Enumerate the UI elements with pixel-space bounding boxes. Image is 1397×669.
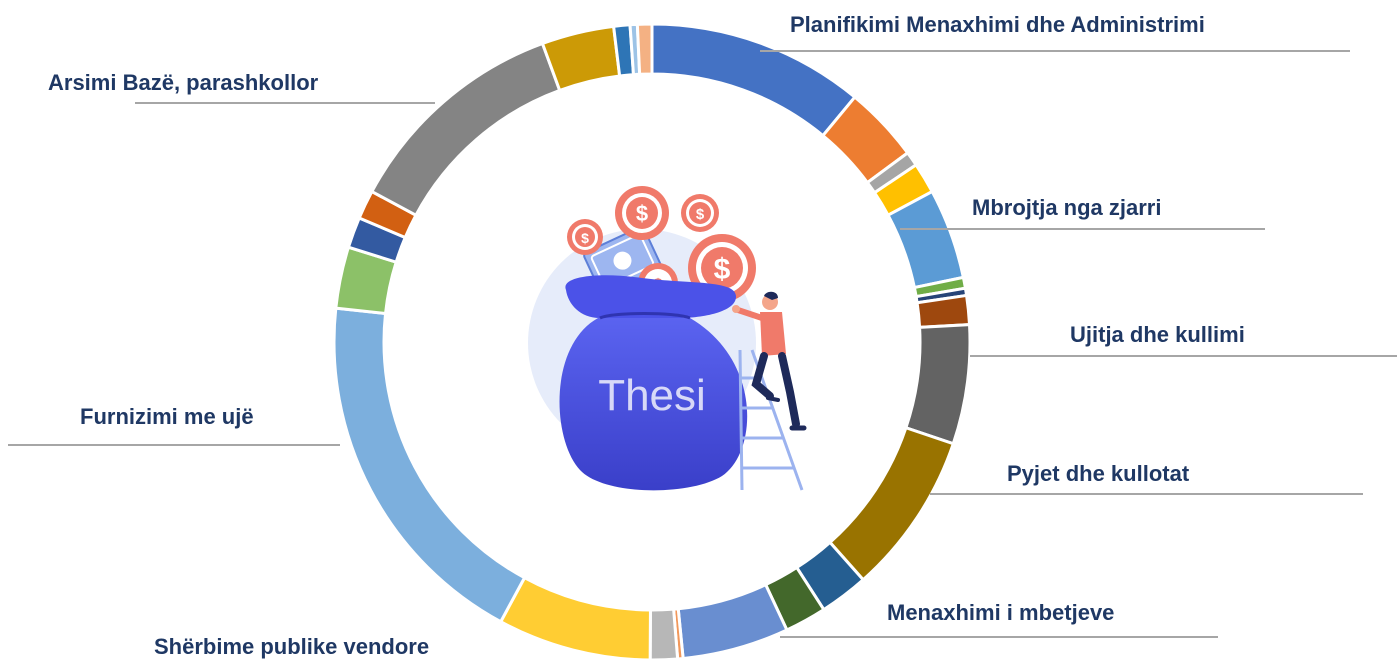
donut-slice-8 — [904, 323, 972, 446]
bag-label: Thesi — [598, 371, 706, 420]
svg-text:$: $ — [636, 201, 648, 226]
leader-line-pyjet — [930, 493, 1363, 495]
svg-text:$: $ — [581, 230, 589, 246]
svg-text:$: $ — [696, 206, 705, 223]
donut-slice-7 — [915, 293, 972, 329]
donut-slice-0 — [650, 22, 857, 138]
coin-icon: $ — [567, 219, 603, 255]
label-furnizimi: Furnizimi me ujë — [80, 404, 254, 429]
leader-line-ujitja — [970, 355, 1397, 357]
label-arsimi: Arsimi Bazë, parashkollor — [48, 70, 319, 95]
donut-slices — [332, 22, 972, 662]
leader-line-furnizimi — [8, 444, 340, 446]
label-menaxhimi: Menaxhimi i mbetjeve — [887, 600, 1115, 625]
label-mbrojtja: Mbrojtja nga zjarri — [972, 195, 1162, 220]
donut-slice-15 — [498, 575, 652, 662]
donut-slice-24 — [635, 22, 654, 76]
donut-slice-20 — [369, 41, 562, 218]
label-planifikimi: Planifikimi Menaxhimi dhe Administrimi — [790, 12, 1205, 37]
label-pyjet: Pyjet dhe kullotat — [1007, 461, 1190, 486]
person-climbing-icon — [732, 291, 807, 431]
label-ujitja: Ujitja dhe kullimi — [1070, 322, 1245, 347]
donut-slice-12 — [676, 582, 789, 661]
money-bag-icon: Thesi — [559, 275, 748, 491]
donut-slice-9 — [827, 425, 956, 582]
coin-icon: $ — [615, 186, 669, 240]
donut-slice-14 — [648, 607, 680, 662]
money-bag-illustration: $ $ $ $ $ — [528, 186, 807, 491]
leader-line-mbrojtja — [900, 228, 1265, 230]
donut-slice-16 — [332, 306, 527, 624]
leader-line-planifikimi — [760, 50, 1350, 52]
label-sherbime: Shërbime publike vendore — [154, 634, 430, 659]
leader-line-menaxhimi — [780, 636, 1218, 638]
leader-line-arsimi — [135, 102, 435, 104]
svg-text:$: $ — [714, 253, 731, 286]
coin-icon: $ — [681, 194, 719, 232]
